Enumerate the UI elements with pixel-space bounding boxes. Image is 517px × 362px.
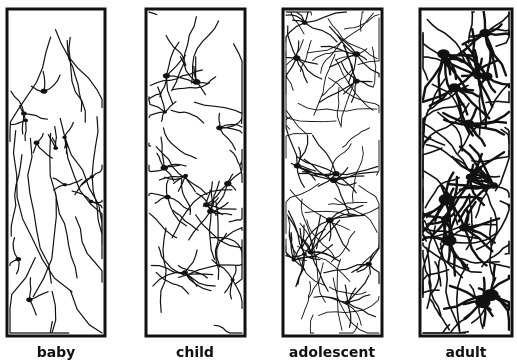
- panel-frame: [7, 9, 105, 336]
- panel-child: child: [146, 9, 245, 361]
- panel-label-baby: baby: [37, 345, 76, 361]
- panel-adult: adult: [420, 9, 512, 361]
- panel-adolescent: adolescent: [283, 9, 382, 361]
- panel-label-adolescent: adolescent: [289, 345, 375, 361]
- panel-label-child: child: [176, 345, 214, 361]
- panel-baby: baby: [7, 9, 105, 361]
- panel-label-adult: adult: [446, 345, 487, 361]
